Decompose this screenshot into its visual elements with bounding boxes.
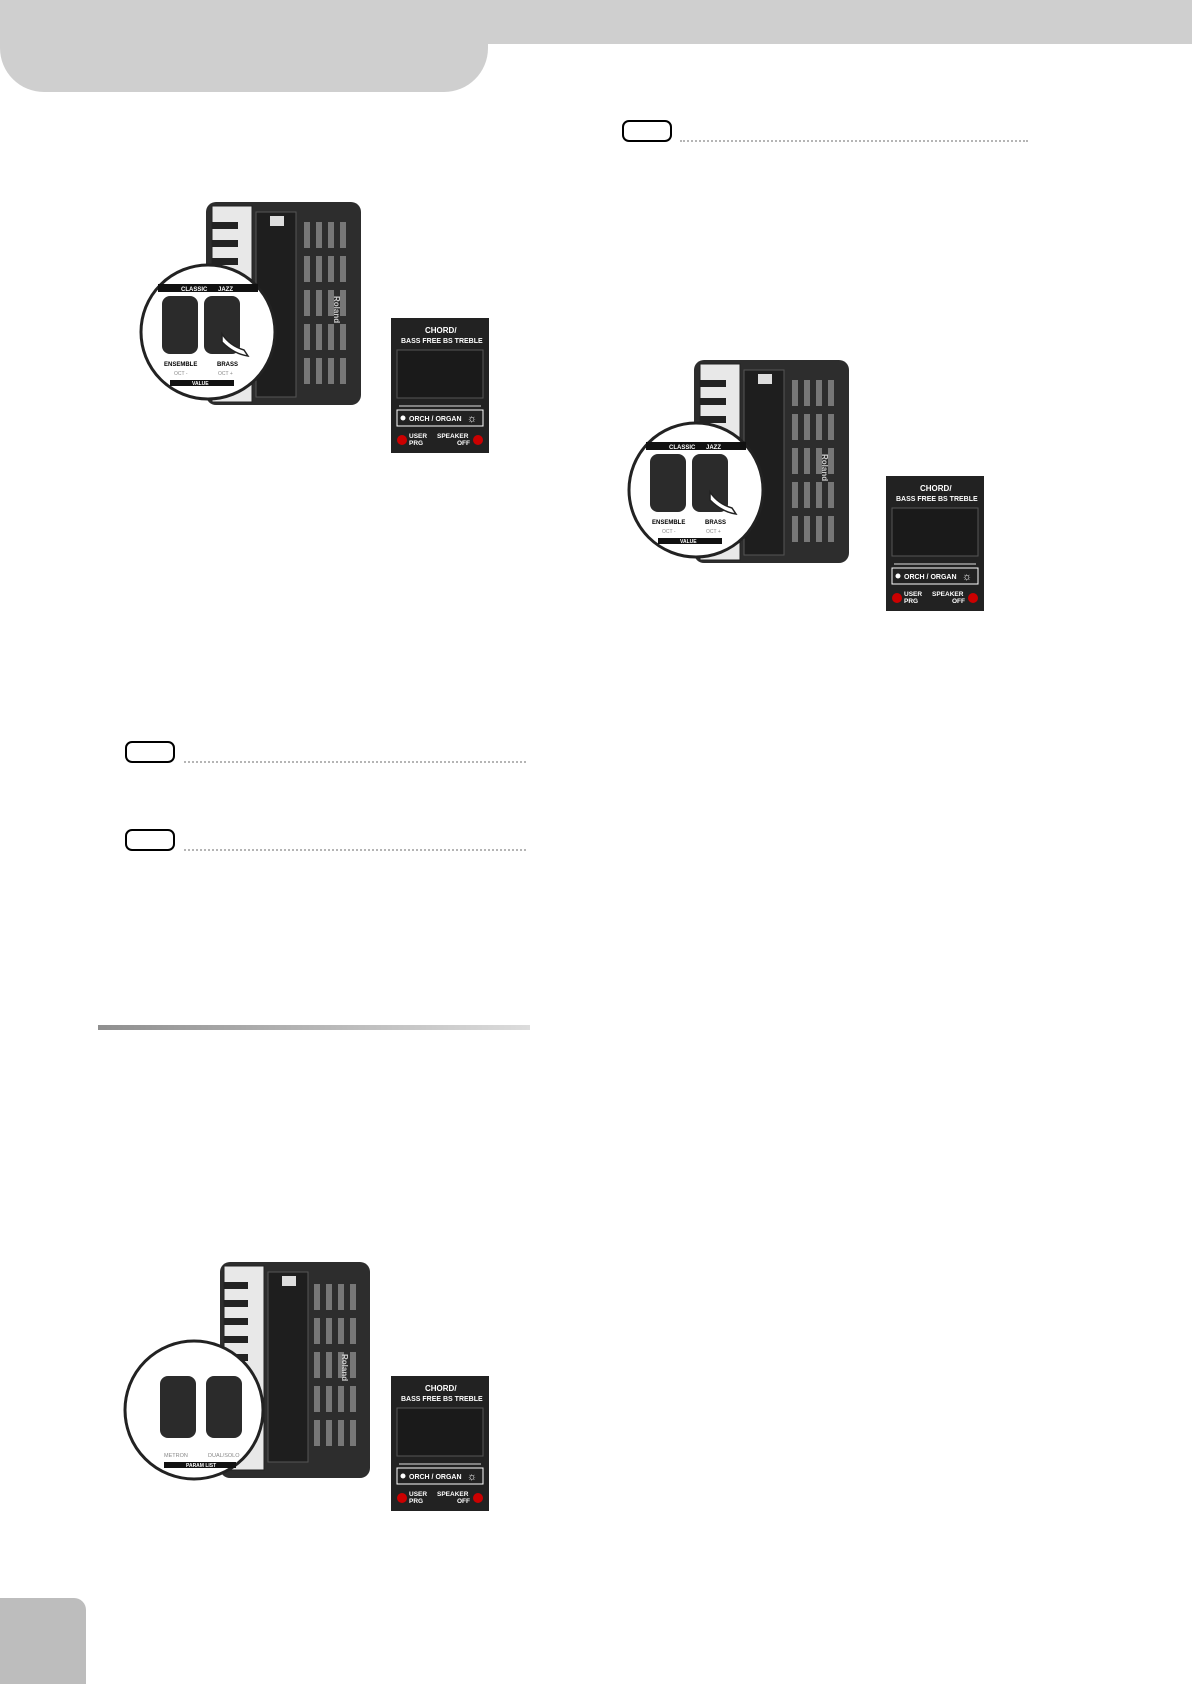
display-line1: CHORD/ <box>920 484 952 493</box>
page-corner-tab <box>0 1598 86 1684</box>
display-line1: CHORD/ <box>425 1384 457 1393</box>
sun-icon: ☼ <box>467 1471 477 1483</box>
accordion-figure-3: Roland METRON DUAL/SOLO PARAM LIST <box>123 1262 370 1481</box>
note-label <box>125 829 175 851</box>
note-divider <box>184 761 526 763</box>
display-right-led: SPEAKER <box>437 433 469 440</box>
header-tab <box>0 0 488 92</box>
display-left-led2: PRG <box>409 1498 423 1505</box>
pointer-hand-icon <box>221 331 250 357</box>
zoom-right-caption: BRASS <box>705 520 726 526</box>
display-line2: BASS FREE BS TREBLE <box>896 496 978 503</box>
note-divider <box>184 849 526 851</box>
display-line1: CHORD/ <box>425 326 457 335</box>
zoom-right-sub: DUAL/SOLO <box>208 1453 240 1459</box>
zoom-bar-label: VALUE <box>192 381 209 387</box>
accordion-figure-1: Roland CLASSIC JAZZ ENSEMBLE BRASS OCT -… <box>139 202 361 405</box>
zoom-right-sub: OCT + <box>706 529 721 535</box>
display-panel-3: CHORD/ BASS FREE BS TREBLE ORCH / ORGAN … <box>391 1376 489 1511</box>
display-line2: BASS FREE BS TREBLE <box>401 338 483 345</box>
zoom-left-header: CLASSIC <box>181 287 208 293</box>
zoom-left-header: CLASSIC <box>669 445 696 451</box>
led-icon <box>968 593 978 603</box>
zoom-bar-label: PARAM LIST <box>186 1463 216 1469</box>
display-left-led: USER <box>409 1491 427 1498</box>
zoom-left-sub: METRON <box>164 1453 188 1459</box>
zoom-left-caption: ENSEMBLE <box>652 520 685 526</box>
display-panel-2: CHORD/ BASS FREE BS TREBLE ORCH / ORGAN … <box>886 476 984 611</box>
display-left-led2: PRG <box>409 440 423 447</box>
display-right-led: SPEAKER <box>932 591 964 598</box>
display-left-led: USER <box>409 433 427 440</box>
note-label <box>622 120 672 142</box>
zoom-left-caption: ENSEMBLE <box>164 362 197 368</box>
display-status: ORCH / ORGAN <box>904 574 957 581</box>
display-status: ORCH / ORGAN <box>409 416 462 423</box>
display-panel-1: CHORD/ BASS FREE BS TREBLE ORCH / ORGAN … <box>391 318 489 453</box>
led-icon <box>473 1493 483 1503</box>
led-icon <box>397 435 407 445</box>
brand-logo: Roland <box>340 1354 349 1381</box>
display-right-led: SPEAKER <box>437 1491 469 1498</box>
display-left-led: USER <box>904 591 922 598</box>
display-right-led2: OFF <box>457 440 470 447</box>
zoom-left-sub: OCT - <box>662 529 676 535</box>
note-divider <box>680 140 1028 142</box>
display-left-led2: PRG <box>904 598 918 605</box>
brand-logo: Roland <box>820 454 829 481</box>
zoom-right-header: JAZZ <box>706 445 721 451</box>
led-icon <box>397 1493 407 1503</box>
display-line2: BASS FREE BS TREBLE <box>401 1396 483 1403</box>
brand-logo: Roland <box>332 296 341 323</box>
pointer-hand-icon <box>709 489 738 515</box>
zoom-right-header: JAZZ <box>218 287 233 293</box>
led-icon <box>892 593 902 603</box>
zoom-bar-label: VALUE <box>680 539 697 545</box>
led-icon <box>473 435 483 445</box>
zoom-left-sub: OCT - <box>174 371 188 377</box>
zoom-right-caption: BRASS <box>217 362 238 368</box>
section-rule <box>98 1025 530 1030</box>
accordion-figure-2: Roland CLASSIC JAZZ ENSEMBLE BRASS OCT -… <box>627 360 849 563</box>
sun-icon: ☼ <box>467 413 477 425</box>
display-right-led2: OFF <box>457 1498 470 1505</box>
sun-icon: ☼ <box>962 571 972 583</box>
display-status: ORCH / ORGAN <box>409 1474 462 1481</box>
zoom-right-sub: OCT + <box>218 371 233 377</box>
display-right-led2: OFF <box>952 598 965 605</box>
note-label <box>125 741 175 763</box>
